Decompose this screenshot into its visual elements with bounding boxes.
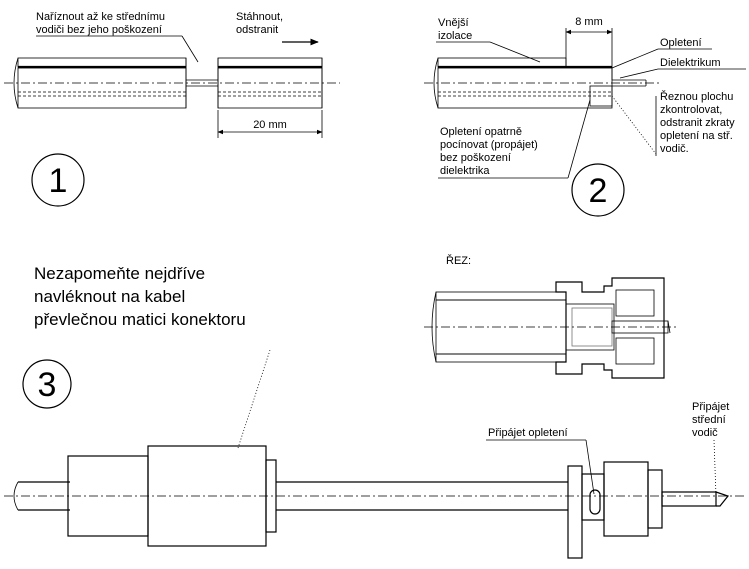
- step3-number: 3: [38, 366, 57, 404]
- step1-dielectric-left: [17, 67, 187, 109]
- solder-label-line3: bez poškození: [440, 152, 511, 164]
- check-label-line3: odstranit zkraty: [660, 117, 735, 129]
- step2-group: Vnější izolace 8 mm Opletení Dielektriku…: [424, 16, 746, 217]
- step1-dielectric-right: [217, 67, 323, 109]
- outer-insulation-label-line1: Vnější: [438, 17, 469, 29]
- solder-center-line3: vodič: [692, 427, 718, 439]
- step3-group: Nezapomeňte nejdříve navléknout na kabel…: [4, 254, 745, 559]
- section-view: [424, 277, 678, 379]
- step1-number: 1: [49, 162, 68, 200]
- step1-pull-label-line1: Stáhnout,: [236, 11, 283, 23]
- connector-flange: [567, 465, 583, 559]
- check-label-line2: zkontrolovat,: [660, 104, 722, 116]
- check-leader: [611, 95, 657, 155]
- main-assembly: [4, 445, 745, 559]
- step1-jacket-left: [17, 57, 187, 68]
- check-label-line5: vodič.: [660, 143, 689, 155]
- outer-insulation-label-line2: izolace: [438, 30, 472, 42]
- note-line3: převlečnou matici konektoru: [34, 310, 246, 329]
- section-label: ŘEZ:: [446, 254, 471, 267]
- step2-dielectric: [437, 67, 613, 109]
- check-label-line4: opletení na stř.: [660, 130, 733, 142]
- note-line2: navléknout na kabel: [34, 287, 185, 306]
- step3-number-circle: [22, 359, 72, 409]
- center-leader: [713, 439, 717, 497]
- solder-hole: [589, 489, 601, 515]
- step2-number: 2: [589, 172, 608, 210]
- check-label-line1: Řeznou plochu: [660, 90, 733, 103]
- step1-jacket-right: [217, 57, 323, 68]
- braid-label: Opletení: [660, 37, 702, 49]
- step2-jacket: [437, 57, 567, 68]
- solder-center-line2: střední: [692, 414, 726, 426]
- step2-number-circle: [571, 163, 625, 217]
- solder-braid-label: Připájet opletení: [488, 427, 568, 439]
- front-knurled-ring: [603, 461, 649, 537]
- solder-label-line4: dielektrika: [440, 165, 490, 177]
- step1-pull-label-line2: odstranit: [236, 24, 278, 36]
- step1-dimension: 20 mm: [253, 119, 287, 131]
- solder-label-line2: pocínovat (propájet): [440, 139, 538, 151]
- note-line1: Nezapomeňte nejdříve: [34, 264, 205, 283]
- connector-body-section: [555, 277, 665, 379]
- step1-group: Naříznout až ke střednímu vodiči bez jeh…: [4, 11, 340, 207]
- step1-leader: [181, 35, 199, 63]
- dielectric-label: Dielektrikum: [660, 57, 721, 69]
- step2-dimension: 8 mm: [575, 16, 603, 28]
- solder-center-line1: Připájet: [692, 401, 729, 413]
- step1-number-circle: [31, 153, 85, 207]
- nut-leader: [237, 349, 271, 449]
- step1-cut-label-line2: vodiči bez jeho poškození: [36, 24, 162, 36]
- center-pin: [661, 491, 717, 507]
- step1-cut-label-line1: Naříznout až ke střednímu: [36, 11, 165, 23]
- solder-label-line1: Opletení opatrně: [440, 126, 522, 138]
